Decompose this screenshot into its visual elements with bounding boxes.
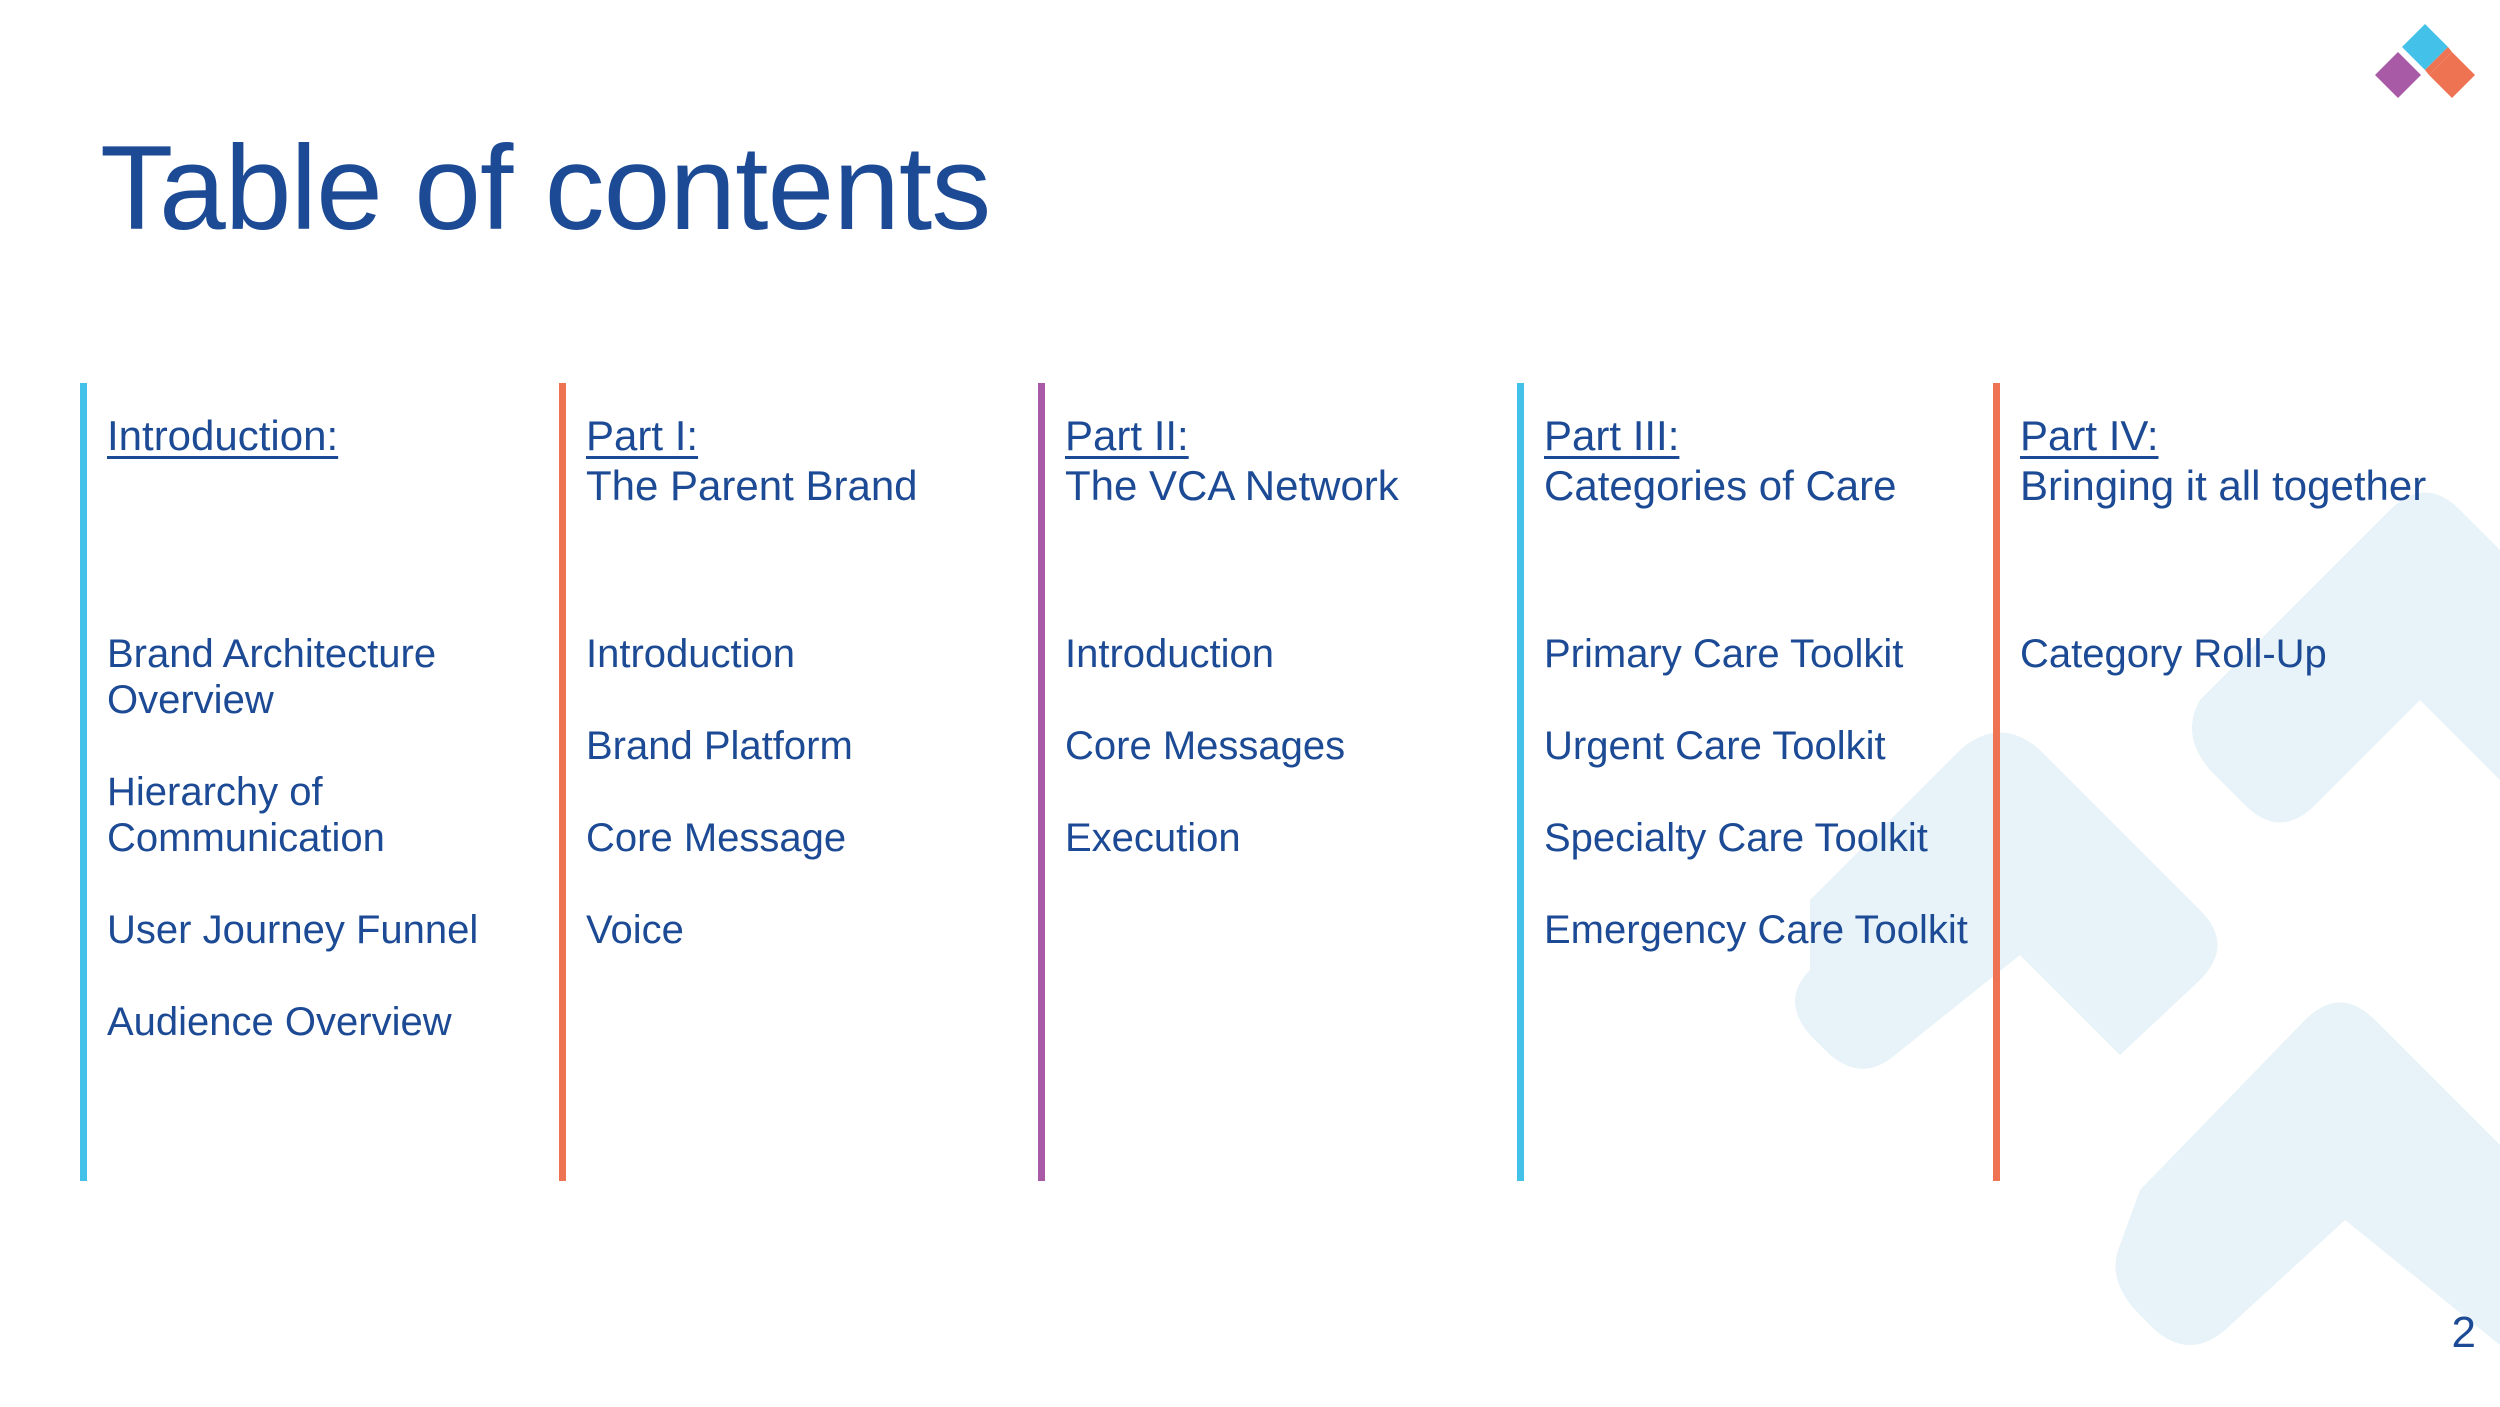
toc-item[interactable]: Hierarchy of Communication	[107, 770, 385, 860]
section-items-list: Primary Care Toolkit Urgent Care Toolkit…	[1544, 631, 2004, 999]
toc-item[interactable]: Execution	[1065, 816, 1241, 860]
section-items-list: Introduction Core Messages Execution	[1065, 631, 1525, 907]
section-items-list: Brand Architecture Overview Hierarchy of…	[107, 631, 567, 1091]
toc-column-part-3: Part III: Categories of Care Primary Car…	[1517, 383, 1977, 1181]
toc-item[interactable]: Voice	[586, 908, 684, 952]
section-subtitle: The VCA Network	[1065, 462, 1399, 509]
section-link-part-4[interactable]: Part IV:	[2020, 412, 2159, 459]
toc-item[interactable]: Core Message	[586, 816, 847, 860]
toc-item[interactable]: Urgent Care Toolkit	[1544, 724, 1886, 768]
column-heading: Part III: Categories of Care	[1544, 411, 2024, 511]
section-subtitle: Categories of Care	[1544, 462, 1897, 509]
page-title: Table of contents	[100, 121, 991, 255]
toc-column-part-2: Part II: The VCA Network Introduction Co…	[1038, 383, 1498, 1181]
page-number: 2	[2451, 1308, 2476, 1357]
column-heading: Part II: The VCA Network	[1065, 411, 1545, 511]
toc-item[interactable]: Brand Architecture Overview	[107, 632, 437, 722]
toc-column-part-4: Part IV: Bringing it all together Catego…	[1993, 383, 2453, 1181]
section-items-list: Introduction Brand Platform Core Message…	[586, 631, 1046, 999]
toc-item[interactable]: Category Roll-Up	[2020, 632, 2327, 676]
section-items-list: Category Roll-Up	[2020, 631, 2480, 723]
toc-item[interactable]: Primary Care Toolkit	[1544, 632, 1904, 676]
section-link-introduction[interactable]: Introduction:	[107, 412, 339, 459]
toc-item[interactable]: Audience Overview	[107, 1000, 452, 1044]
toc-item[interactable]: Introduction	[586, 632, 796, 676]
section-link-part-3[interactable]: Part III:	[1544, 412, 1680, 459]
section-link-part-1[interactable]: Part I:	[586, 412, 699, 459]
toc-item[interactable]: Core Messages	[1065, 724, 1346, 768]
toc-column-introduction: Introduction: Brand Architecture Overvie…	[80, 383, 540, 1181]
toc-item[interactable]: User Journey Funnel	[107, 908, 479, 952]
column-heading: Part IV: Bringing it all together	[2020, 411, 2500, 511]
column-heading: Introduction:	[107, 411, 587, 461]
section-subtitle: The Parent Brand	[586, 462, 918, 509]
toc-item[interactable]: Brand Platform	[586, 724, 853, 768]
section-subtitle: Bringing it all together	[2020, 462, 2427, 509]
toc-item[interactable]: Introduction	[1065, 632, 1275, 676]
column-heading: Part I: The Parent Brand	[586, 411, 1066, 511]
section-link-part-2[interactable]: Part II:	[1065, 412, 1189, 459]
toc-column-part-1: Part I: The Parent Brand Introduction Br…	[559, 383, 1019, 1181]
toc-item[interactable]: Emergency Care Toolkit	[1544, 908, 1968, 952]
toc-item[interactable]: Specialty Care Toolkit	[1544, 816, 1928, 860]
diamond-logo-icon	[2375, 24, 2475, 98]
